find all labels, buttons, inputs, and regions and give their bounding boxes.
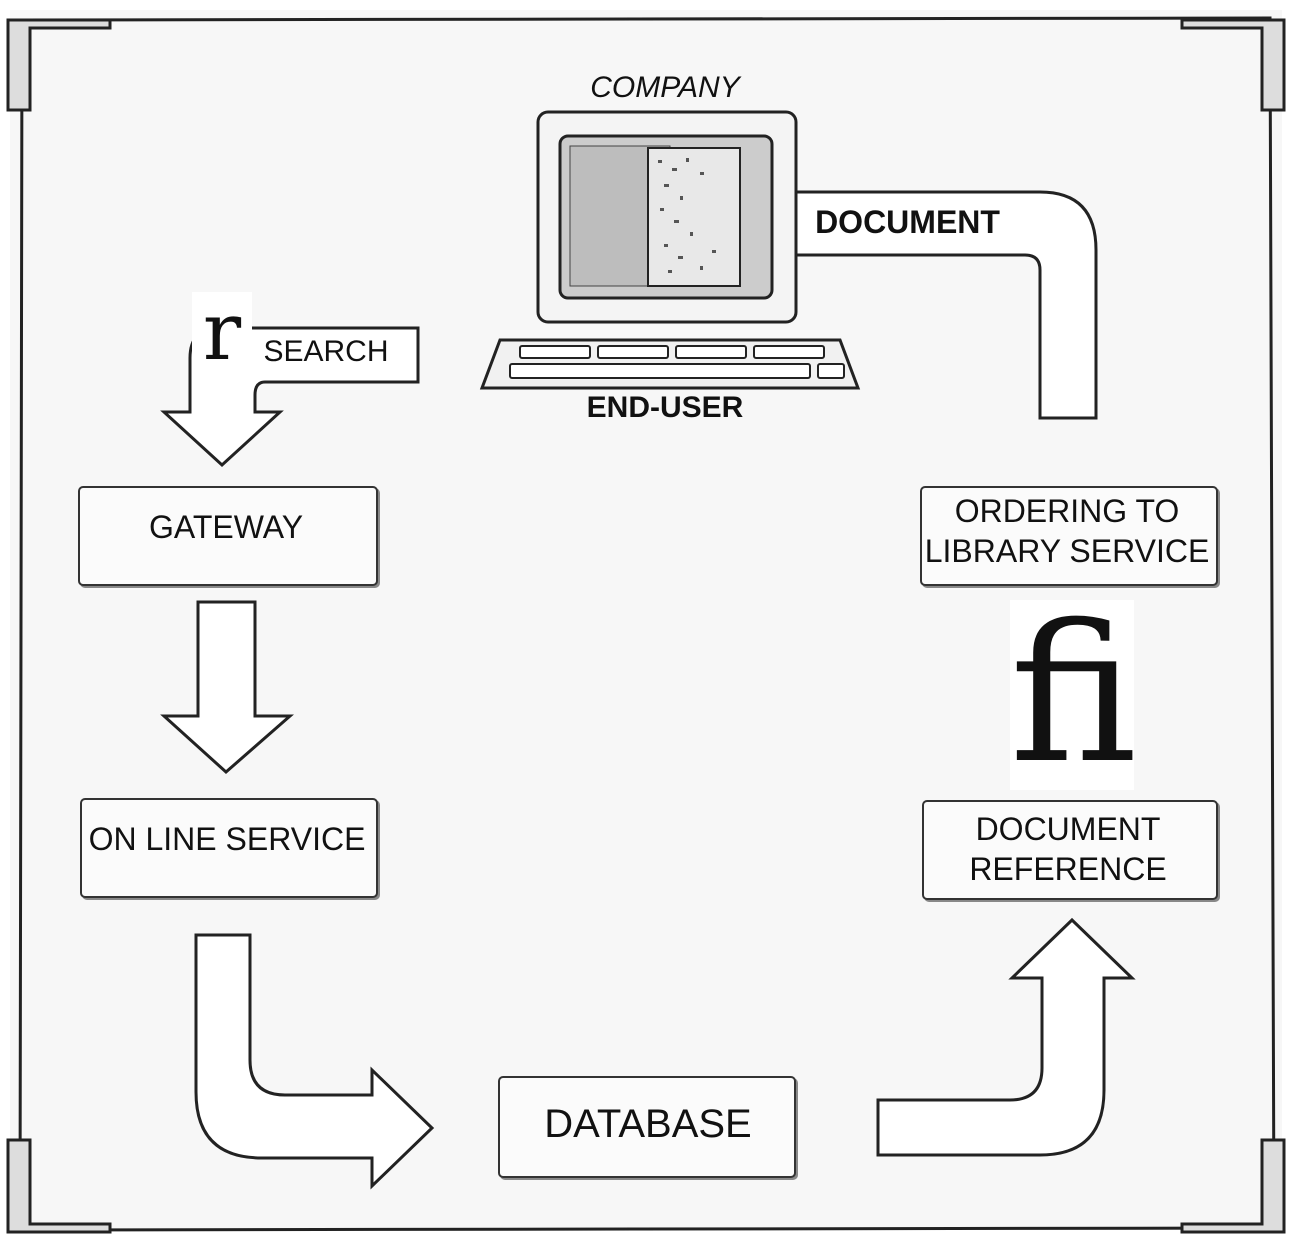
database-label: DATABASE bbox=[544, 1102, 752, 1146]
document-reference-line2: REFERENCE bbox=[969, 851, 1167, 887]
online-to-database-arrow bbox=[194, 933, 435, 1190]
gateway-to-online-arrow bbox=[160, 600, 294, 775]
computer-illustration bbox=[479, 110, 861, 390]
document-arrow-label: DOCUMENT bbox=[815, 204, 1000, 240]
ordering-box bbox=[920, 486, 1218, 586]
ordering-glyph: fi bbox=[1010, 584, 1137, 805]
company-label: COMPANY bbox=[590, 71, 740, 104]
online-service-box bbox=[80, 798, 378, 898]
database-box bbox=[498, 1076, 796, 1178]
database-to-reference-arrow bbox=[876, 917, 1136, 1157]
end-user-label: END-USER bbox=[586, 391, 744, 424]
online-service-label: ON LINE SERVICE bbox=[88, 821, 366, 857]
ordering-line1: ORDERING TO bbox=[954, 493, 1180, 529]
search-label: SEARCH bbox=[258, 334, 394, 370]
document-reference-box bbox=[922, 800, 1218, 900]
corner-brackets bbox=[6, 18, 1286, 1234]
search-glyph: r bbox=[192, 292, 252, 372]
document-reference-line1: DOCUMENT bbox=[975, 811, 1161, 847]
gateway-box bbox=[78, 486, 378, 586]
ordering-line2: LIBRARY SERVICE bbox=[924, 533, 1210, 569]
gateway-label: GATEWAY bbox=[148, 509, 304, 545]
